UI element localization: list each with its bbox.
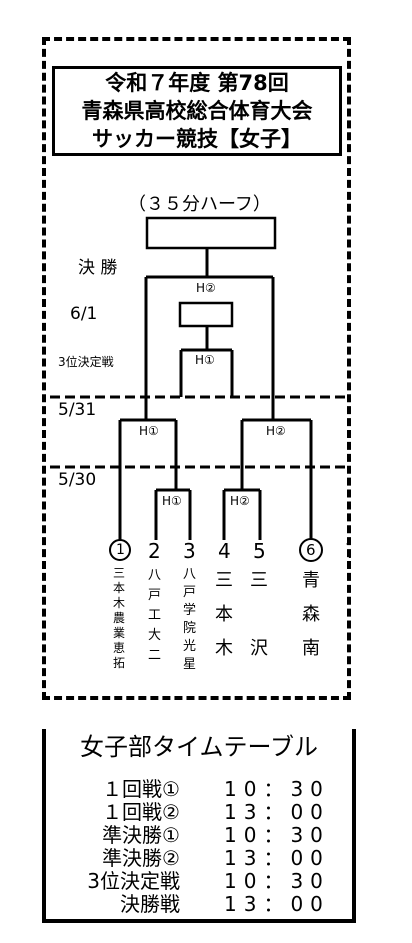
third-place-winner-box (178, 301, 234, 328)
team-3-char: 八 (183, 567, 197, 582)
seed-6: 6 (306, 541, 316, 559)
timetable-row: 3位決定戦 10：30 (46, 870, 352, 892)
round-label-final: 決 勝 (78, 258, 118, 278)
seed-3: 3 (183, 539, 196, 563)
match-label-third-place: H① (195, 353, 215, 367)
timetable-round: １回戦② (102, 800, 180, 824)
timetable-row: 準決勝② 13：00 (46, 847, 352, 869)
match-label-final: H② (196, 281, 216, 295)
team-2-char: 大 (148, 628, 162, 643)
seed-1-circle (109, 539, 131, 561)
date-label-final: 6/1 (70, 304, 98, 324)
timetable-row: 準決勝① 10：30 (46, 824, 352, 846)
team-1-char: 三 (113, 566, 126, 580)
timetable-time: 10：30 (224, 869, 330, 893)
seed-7-cut: 7 (345, 539, 351, 563)
timetable-round: １回戦① (102, 777, 180, 801)
team-6-name: 青 森 南 (302, 564, 320, 666)
team-1-char: 農 (113, 611, 126, 625)
team-2-name: 八 戸 工 大 二 (148, 566, 161, 666)
seed-5: 5 (253, 539, 266, 563)
timetable-time: 10：30 (224, 777, 330, 801)
team-6-char: 森 (302, 604, 320, 625)
seed-6-circle (299, 538, 323, 562)
team-2-char: 工 (148, 608, 162, 623)
timetable-row: １回戦① 10：30 (46, 778, 352, 800)
team-3-char: 戸 (183, 585, 197, 600)
timetable-round: 準決勝② (102, 846, 180, 870)
match-label-semi-right: H② (266, 424, 286, 438)
match-label-semi-left: H① (139, 424, 159, 438)
team-1-char: 拓 (113, 656, 126, 670)
title-line-1: 令和７年度 第78回 (105, 71, 289, 95)
title-line-2: 青森県高校総合体育大会 (81, 99, 313, 123)
team-4-char: 三 (215, 570, 233, 591)
team-3-char: 星 (183, 657, 197, 672)
timetable-round: 3位決定戦 (87, 869, 180, 893)
team-5-char: 沢 (250, 638, 268, 659)
final-winner-box (145, 216, 277, 250)
round-label-third-place: 3位決定戦 (58, 355, 114, 369)
date-label-semis: 5/31 (58, 400, 97, 420)
team-5-char: 三 (250, 570, 268, 591)
team-3-char: 院 (183, 621, 197, 636)
seed-1: 1 (116, 542, 125, 558)
team-5-name: 三 沢 (250, 564, 268, 666)
half-duration-note: （３５分ハーフ） (128, 194, 271, 215)
bracket-frame (42, 37, 351, 700)
seed-4: 4 (218, 539, 231, 563)
team-6-char: 南 (302, 638, 320, 659)
team-2-char: 八 (148, 568, 162, 583)
timetable-box: 女子部タイムテーブル １回戦① 10：30 １回戦② 13：00 準決勝① 10… (42, 727, 356, 923)
timetable-time: 13：00 (224, 846, 330, 870)
timetable-title: 女子部タイムテーブル (46, 727, 352, 762)
timetable-row: 決勝戦 13：00 (46, 893, 352, 915)
team-1-char: 木 (113, 596, 126, 610)
team-3-char: 学 (183, 603, 197, 618)
team-2-char: 二 (148, 648, 162, 663)
timetable-row: １回戦② 13：00 (46, 801, 352, 823)
timetable-round: 準決勝① (102, 823, 180, 847)
tournament-title: 令和７年度 第78回 青森県高校総合体育大会 サッカー競技【女子】 (52, 66, 342, 156)
team-1-char: 業 (113, 626, 126, 640)
seed-2: 2 (148, 539, 161, 563)
team-3-name: 八 戸 学 院 光 星 (183, 566, 196, 674)
timetable-time: 13：00 (224, 892, 330, 916)
team-4-name: 三 本 木 (215, 564, 233, 666)
team-1-char: 恵 (113, 641, 126, 655)
team-3-char: 光 (183, 639, 197, 654)
date-label-r1: 5/30 (58, 470, 97, 490)
timetable-time: 13：00 (224, 800, 330, 824)
team-6-char: 青 (302, 570, 320, 591)
team-1-char: 本 (113, 581, 126, 595)
match-label-r1-left: H① (162, 494, 182, 508)
title-line-3: サッカー競技【女子】 (92, 127, 302, 151)
team-4-char: 本 (215, 604, 233, 625)
team-4-char: 木 (215, 638, 233, 659)
timetable-time: 10：30 (224, 823, 330, 847)
timetable-round: 決勝戦 (120, 892, 180, 916)
team-2-char: 戸 (148, 588, 162, 603)
team-1-name: 三 本 木 農 業 恵 拓 (113, 566, 125, 671)
match-label-r1-right: H② (230, 494, 250, 508)
